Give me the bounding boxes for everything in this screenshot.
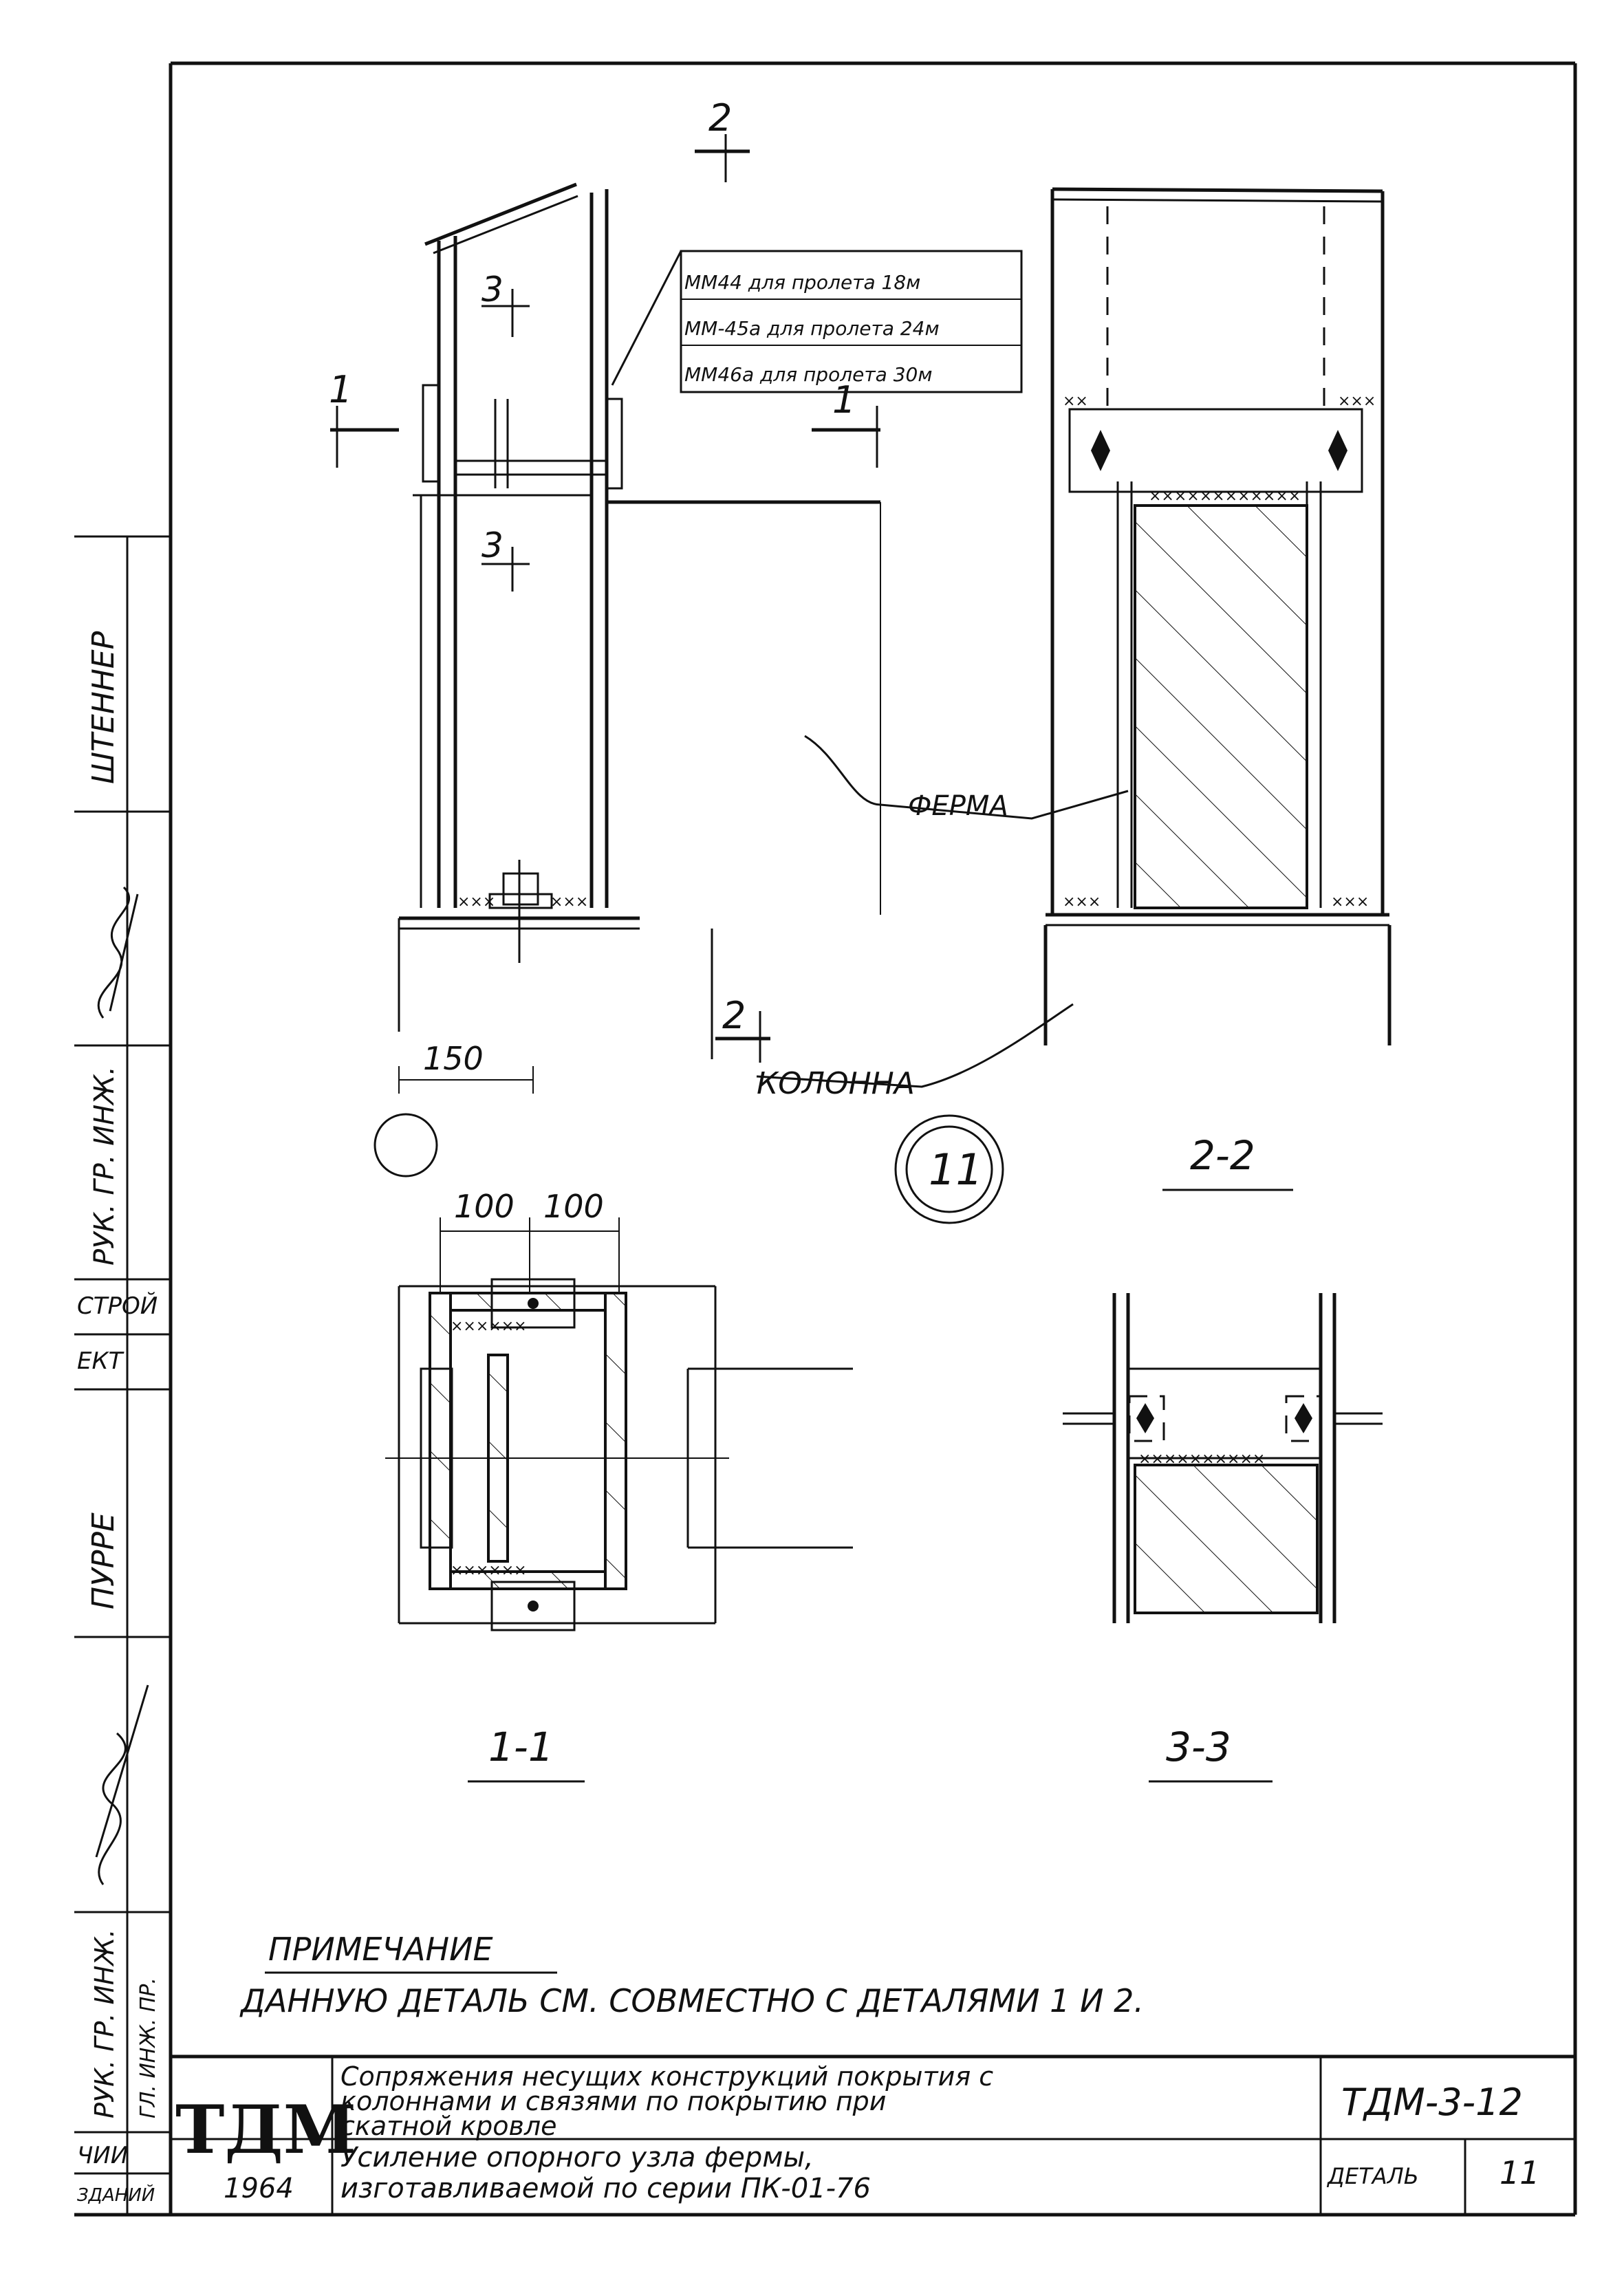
note-heading: ПРИМЕЧАНИЕ — [268, 1931, 493, 1968]
section-mark-3-top: 3 — [481, 270, 504, 310]
label-column: КОЛОННА — [757, 1066, 915, 1101]
svg-text:××××××××××××: ×××××××××××× — [1149, 488, 1301, 505]
section-2-2: ×× ××× ×××××××××××× ××× ××× 2-2 — [1043, 187, 1392, 1191]
svg-text:×××: ××× — [1338, 393, 1376, 410]
side-role-2: РУК. ГР. ИНЖ. — [89, 1929, 120, 2118]
callout-line-1: ММ44 для пролета 18м — [684, 271, 920, 294]
side-name-1: ШТЕННЕР — [86, 631, 121, 784]
dim-100-a: 100 — [454, 1188, 515, 1225]
title-line-3: скатной кровле — [340, 2111, 557, 2141]
section-mark-2-bottom: 2 — [722, 994, 746, 1037]
elevation-view: ××× ××× 150 1 1 2 2 3 3 ММ44 для пролет — [329, 96, 1129, 1178]
section-mark-1-left: 1 — [329, 368, 352, 411]
note: ПРИМЕЧАНИЕ ДАННУЮ ДЕТАЛЬ СМ. СОВМЕСТНО С… — [239, 1931, 1144, 2019]
side-bottom-1: ЧИИ — [77, 2142, 128, 2169]
side-bottom-2: ЗДАНИЙ — [77, 2184, 155, 2206]
side-org-1: СТРОЙ — [77, 1292, 158, 1320]
svg-text:××××××: ×××××× — [451, 1562, 527, 1579]
signature-2 — [95, 1684, 149, 1885]
side-stamp: ШТЕННЕР РУК. ГР. ИНЖ. СТРОЙ ЕКТ ПУРРЕ РУ… — [74, 535, 171, 2215]
side-org-2: ЕКТ — [77, 1347, 124, 1375]
title-line-2: колоннами и связями по покрытию при — [340, 2086, 887, 2116]
side-name-2: ПУРРЕ — [86, 1512, 121, 1609]
title-logo: ТДМ — [175, 2091, 356, 2169]
svg-text:×××: ××× — [457, 893, 495, 911]
section-1-1: 100 100 ×××××× ×××××× 1-1 — [385, 1188, 853, 1783]
view-title-3-3: 3-3 — [1166, 1724, 1231, 1770]
svg-text:×××: ××× — [1063, 893, 1101, 911]
sheet-code: ТДМ-3-12 — [1341, 2081, 1523, 2124]
detail-label: ДЕТАЛЬ — [1326, 2163, 1419, 2189]
section-3-3: ×××××××××× 3-3 — [1063, 1293, 1383, 1783]
side-role-3: ГЛ. ИНЖ. ПР. — [136, 1977, 160, 2118]
svg-text:××: ×× — [1063, 393, 1088, 410]
sheet-frame — [74, 61, 1577, 2217]
title-block: ТДМ 1964 Сопряжения несущих конструкций … — [171, 2054, 1575, 2215]
callout-line-2: ММ-45а для пролета 24м — [684, 317, 940, 340]
reference-circle — [373, 1113, 438, 1178]
callout-line-3: ММ46а для пролета 30м — [684, 363, 932, 386]
note-text: ДАННУЮ ДЕТАЛЬ СМ. СОВМЕСТНО С ДЕТАЛЯМИ 1… — [239, 1982, 1144, 2019]
subtitle-line-1: Усиление опорного узла фермы, — [340, 2142, 814, 2173]
detail-number: 11 — [929, 1145, 983, 1195]
dim-100-b: 100 — [543, 1188, 604, 1225]
detail-number-badge: 11 — [894, 1114, 1004, 1224]
svg-text:×××: ××× — [550, 893, 588, 911]
view-title-1-1: 1-1 — [488, 1724, 554, 1770]
section-mark-2-top: 2 — [708, 96, 732, 140]
label-truss: ФЕРМА — [908, 790, 1008, 822]
svg-text:×××: ××× — [1331, 893, 1369, 911]
section-mark-1-right: 1 — [832, 378, 856, 422]
signature-1 — [97, 886, 139, 1019]
section-mark-3-bottom: 3 — [481, 525, 504, 565]
subtitle-line-2: изготавливаемой по серии ПК-01-76 — [340, 2173, 871, 2204]
side-role-1: РУК. ГР. ИНЖ. — [89, 1066, 120, 1266]
detail-value: 11 — [1500, 2154, 1540, 2191]
title-line-1: Сопряжения несущих конструкций покрытия … — [340, 2061, 993, 2092]
svg-text:××××××: ×××××× — [451, 1318, 527, 1335]
title-year: 1964 — [224, 2173, 294, 2204]
dim-150: 150 — [423, 1040, 484, 1077]
view-title-2-2: 2-2 — [1190, 1132, 1255, 1179]
